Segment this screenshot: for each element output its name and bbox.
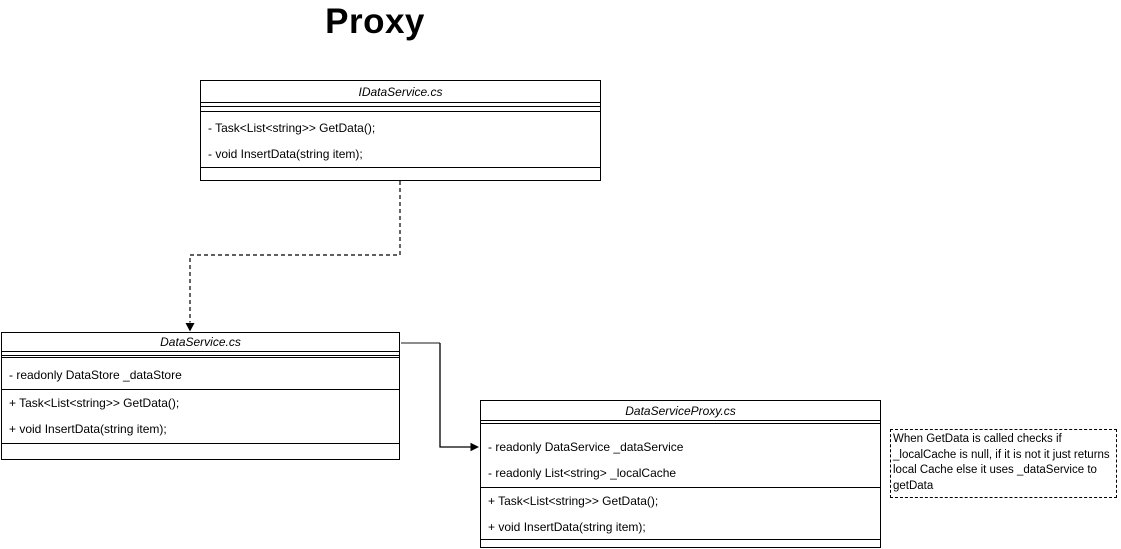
class-box-idataservice: IDataService.cs - Task<List<string>> Get… [200,80,601,181]
diagram-title: Proxy [325,2,425,41]
empty-compartment [201,107,600,112]
annotation-note: When GetData is called checks if _localC… [890,429,1117,498]
empty-footer-compartment [481,540,880,547]
field-item: - readonly DataStore _dataStore [9,368,182,382]
class-title: DataService.cs [2,333,399,352]
field-item: - readonly DataService _dataService [488,440,684,454]
class-title: DataServiceProxy.cs [481,401,880,421]
method-item: + void InsertData(string item); [488,520,646,534]
empty-footer-compartment [2,444,399,459]
method-item: + Task<List<string>> GetData(); [488,494,659,508]
methods-compartment: + Task<List<string>> GetData(); + void I… [2,390,399,444]
method-item: - Task<List<string>> GetData(); [208,121,376,135]
note-line: local Cache else it uses _dataService to [893,464,1097,476]
class-box-dataservice: DataService.cs - readonly DataStore _dat… [1,332,400,460]
class-title: IDataService.cs [201,81,600,103]
methods-compartment: + Task<List<string>> GetData(); + void I… [481,488,880,540]
method-item: + Task<List<string>> GetData(); [9,396,180,410]
association-connector-dataservice-to-dataserviceproxy [401,342,479,452]
empty-compartment [201,103,600,107]
realization-connector-dataservice-to-idataservice [185,181,401,332]
fields-compartment: - readonly DataService _dataService - re… [481,424,880,488]
method-item: + void InsertData(string item); [9,422,167,436]
method-item: - void InsertData(string item); [208,147,363,161]
methods-compartment: - Task<List<string>> GetData(); - void I… [201,112,600,168]
empty-compartment [2,352,399,356]
empty-footer-compartment [201,168,600,180]
arrowhead-right-icon [470,442,479,452]
note-line: getData [893,479,934,492]
empty-compartment [2,356,399,358]
class-box-dataserviceproxy: DataServiceProxy.cs - readonly DataServi… [480,400,881,548]
empty-compartment [481,421,880,424]
fields-compartment: - readonly DataStore _dataStore [2,358,399,390]
note-line: _localCache is null, if it is not it jus… [893,448,1110,461]
arrowhead-down-icon [185,323,195,332]
note-line: When GetData is called checks if [893,433,1062,445]
field-item: - readonly List<string> _localCache [488,466,677,480]
